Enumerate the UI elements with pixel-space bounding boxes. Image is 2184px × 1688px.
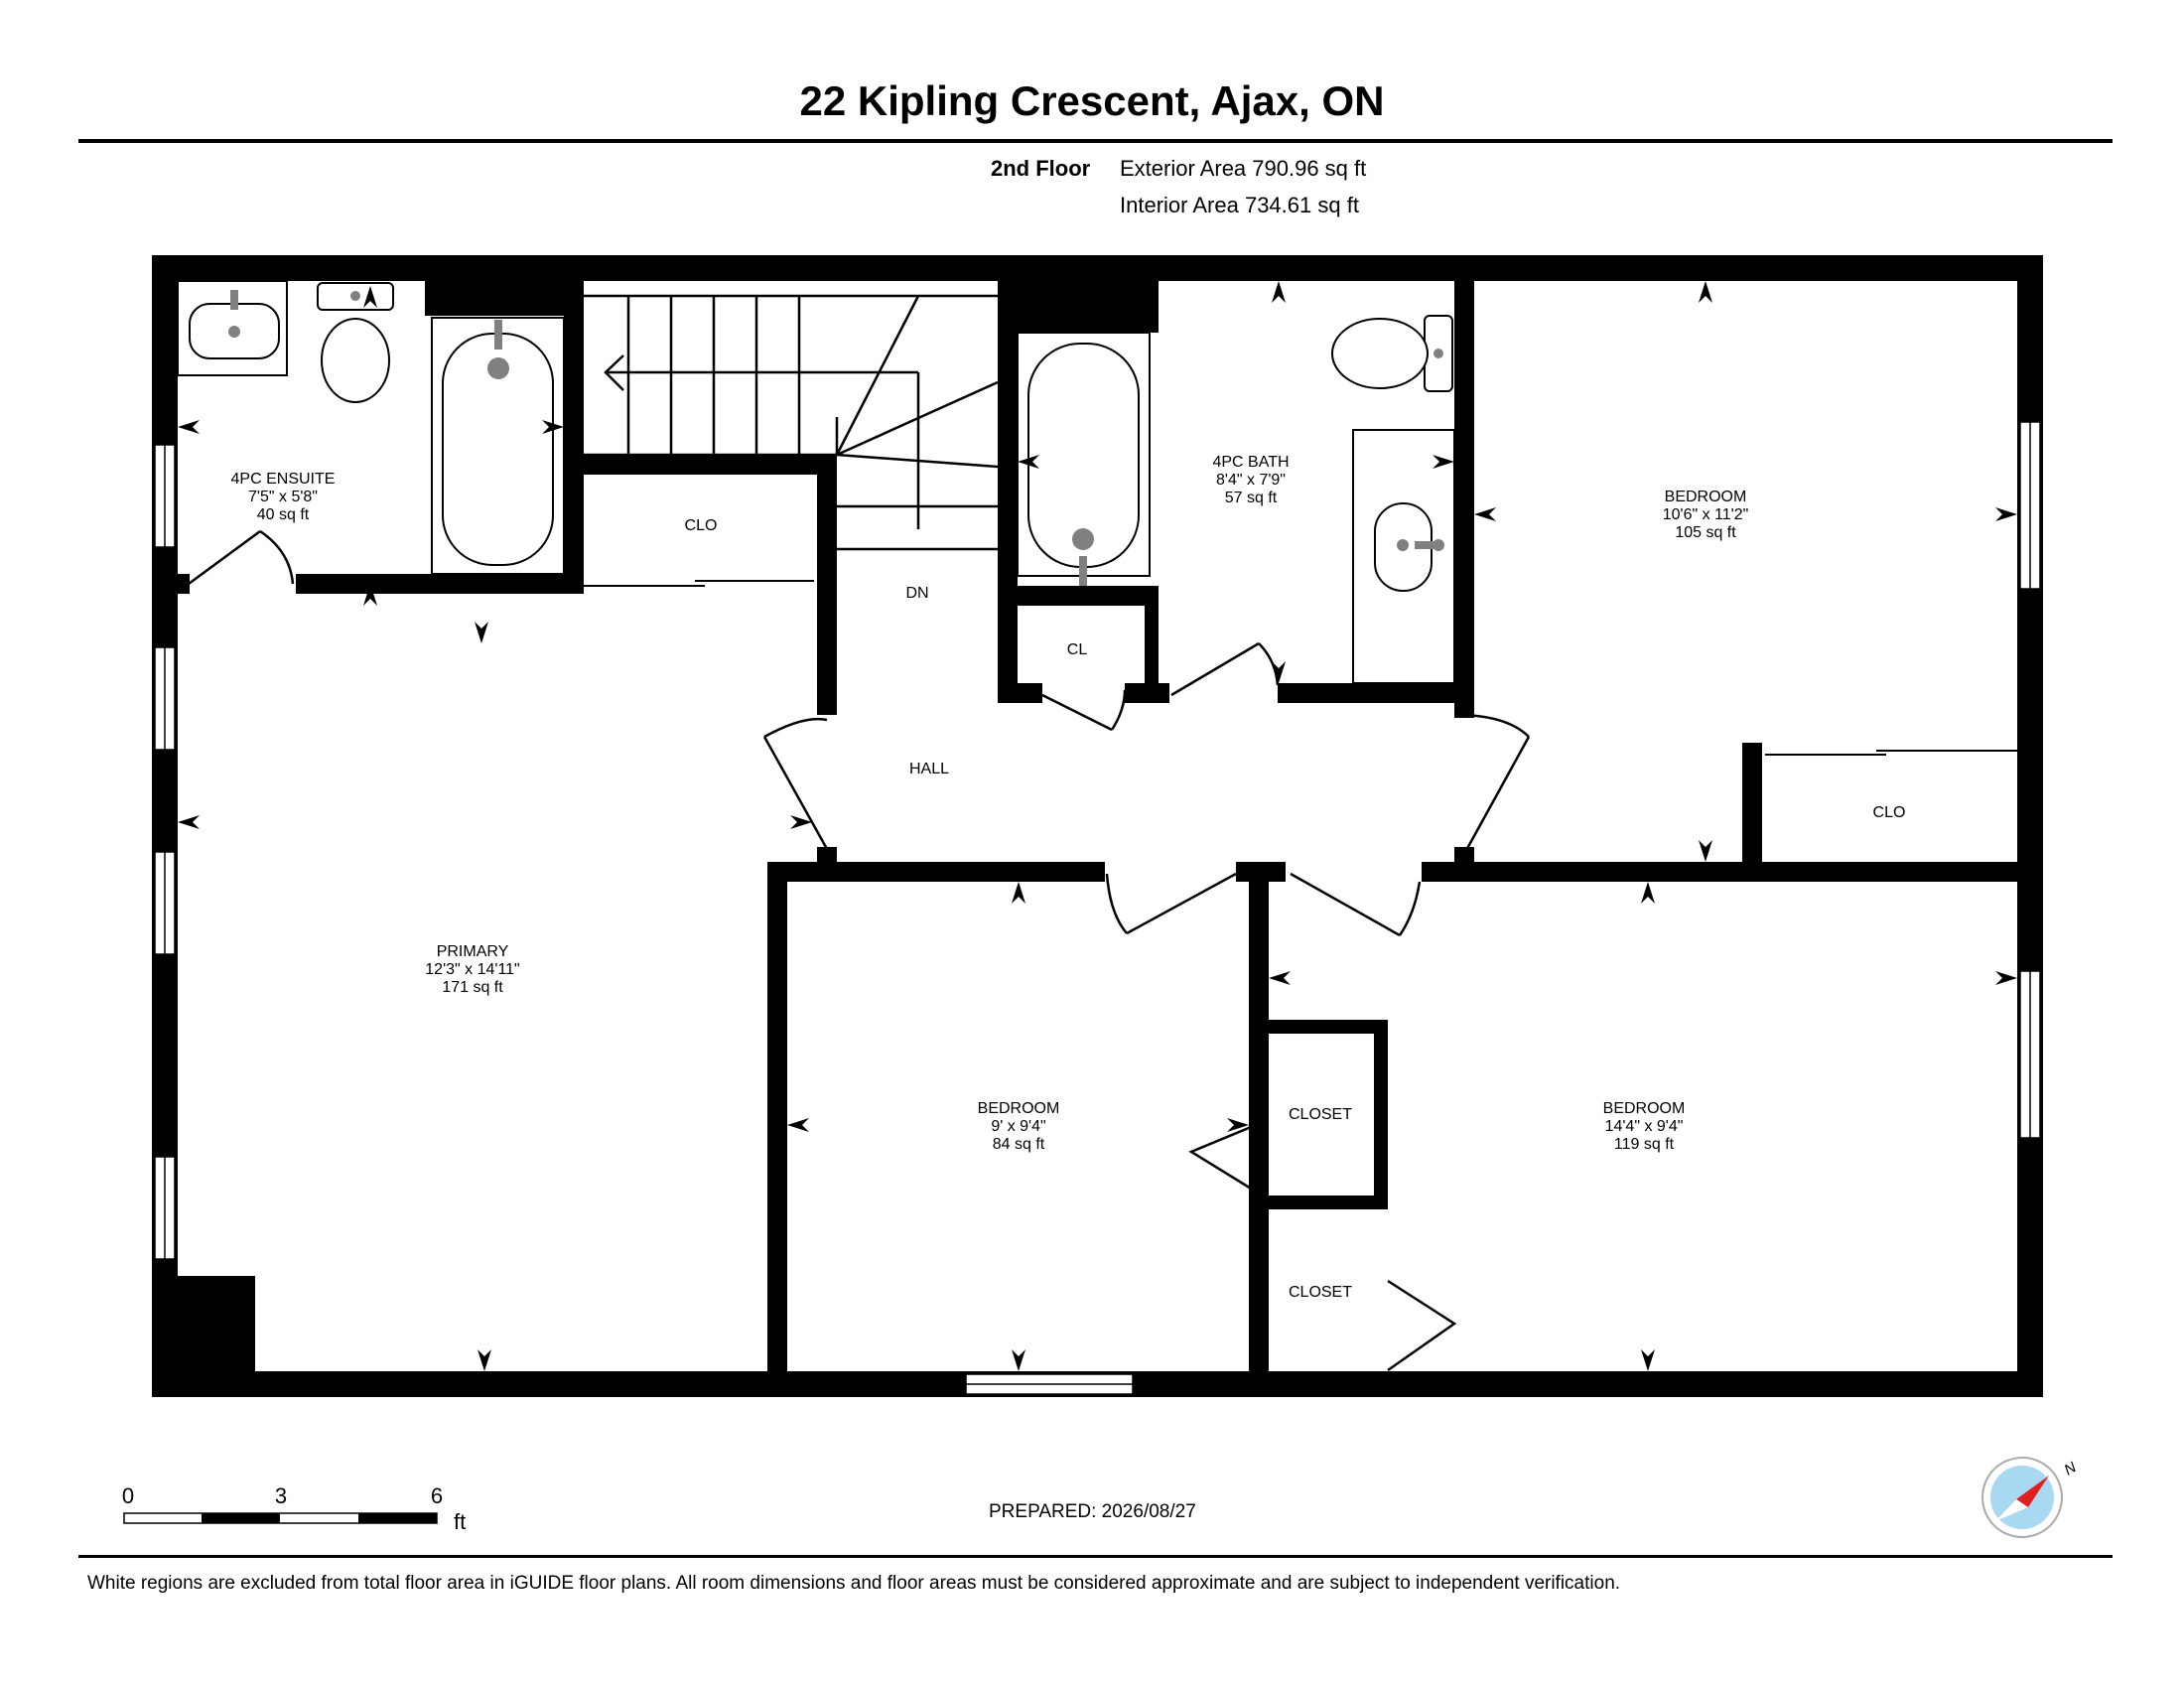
wall-bath-bottom xyxy=(1278,683,1456,703)
scale-unit: ft xyxy=(454,1509,466,1534)
wall-hall-bottom-left xyxy=(767,862,1105,882)
bath-area: 57 sq ft xyxy=(1225,490,1278,506)
footer-divider xyxy=(78,1555,2113,1558)
disclaimer-text: White regions are excluded from total fl… xyxy=(87,1573,1621,1594)
measure-arrows xyxy=(178,281,2017,1371)
compass-north-label: N xyxy=(2062,1459,2080,1478)
wall-stair-left xyxy=(817,455,837,715)
bedroom-se-dims: 14'4" x 9'4" xyxy=(1605,1118,1684,1135)
label-dn: DN xyxy=(905,585,928,602)
wall-bath-right xyxy=(1454,281,1474,718)
bedroom-mid-dims: 9' x 9'4" xyxy=(991,1118,1045,1135)
label-cl: CL xyxy=(1067,641,1088,658)
stairs xyxy=(584,294,999,551)
door-cl xyxy=(1041,693,1113,732)
door-bedroom-mid xyxy=(1126,872,1237,935)
wall-closet-divider xyxy=(1249,1196,1388,1209)
wall-ensuite-door-stub xyxy=(178,574,190,594)
bedroom-ne-dims: 10'6" x 11'2" xyxy=(1663,506,1749,523)
wall-corner-column xyxy=(178,1276,255,1371)
wall-hall-stub-right xyxy=(1454,847,1474,862)
wall-clo-right-left xyxy=(1742,743,1762,862)
primary-area: 171 sq ft xyxy=(442,979,503,996)
wall-bedroom-mid-left xyxy=(767,862,787,1371)
door-bedroom-se xyxy=(1290,872,1401,937)
wall-closet-right xyxy=(1374,1020,1388,1209)
exterior-area: Exterior Area 790.96 sq ft xyxy=(1120,156,1367,181)
door-bath xyxy=(1170,641,1260,697)
primary-dims: 12'3" x 14'11" xyxy=(425,961,519,978)
scale-tick-3: 3 xyxy=(275,1483,287,1508)
bath-name: 4PC BATH xyxy=(1212,454,1289,471)
label-closet-lower: CLOSET xyxy=(1289,1284,1352,1301)
wall-cl-right xyxy=(1145,586,1159,703)
bedroom-mid-area: 84 sq ft xyxy=(993,1136,1045,1153)
compass-icon: N xyxy=(1981,1457,2080,1538)
door-bedroom-ne xyxy=(1462,736,1531,855)
header-divider xyxy=(78,139,2113,143)
bedroom-ne-area: 105 sq ft xyxy=(1675,524,1736,541)
bath-toilet-bowl xyxy=(1331,318,1429,389)
label-clo-right: CLO xyxy=(1873,804,1906,821)
floor-label: 2nd Floor xyxy=(991,156,1091,181)
bedroom-ne-name: BEDROOM xyxy=(1665,489,1747,505)
wall-bath-top-block xyxy=(998,281,1159,333)
door-ensuite xyxy=(188,529,261,586)
wall-hall-bottom-right xyxy=(1422,862,2017,882)
prepared-date: PREPARED: 2026/08/27 xyxy=(989,1501,1196,1522)
wall-cl-bottom-right xyxy=(1125,683,1169,703)
door-primary xyxy=(762,736,829,850)
primary-name: PRIMARY xyxy=(437,943,509,960)
wall-ensuite-bottom xyxy=(296,574,584,594)
ensuite-dims: 7'5" x 5'8" xyxy=(248,489,318,505)
wall-hall-stub-left xyxy=(817,847,837,862)
wall-cl-left xyxy=(998,281,1018,703)
bedroom-mid-name: BEDROOM xyxy=(978,1100,1060,1117)
wall-ensuite-right xyxy=(564,281,584,594)
label-clo-top: CLO xyxy=(685,517,718,534)
label-hall: HALL xyxy=(909,761,949,777)
walls xyxy=(152,255,2043,1397)
window-mullions xyxy=(164,422,2031,1385)
page-title: 22 Kipling Crescent, Ajax, ON xyxy=(799,77,1385,124)
ensuite-toilet-bowl xyxy=(321,318,390,403)
scale-bar: 0 3 6 ft xyxy=(122,1483,466,1534)
fixture-taps xyxy=(228,290,1444,586)
room-labels: 4PC ENSUITE 7'5" x 5'8" 40 sq ft 4PC BAT… xyxy=(231,454,1906,1301)
interior-area: Interior Area 734.61 sq ft xyxy=(1120,193,1359,217)
scale-tick-6: 6 xyxy=(431,1483,443,1508)
ensuite-name: 4PC ENSUITE xyxy=(231,471,336,488)
wall-ensuite-tub-block xyxy=(425,281,584,316)
wall-exterior-top xyxy=(152,255,2043,281)
doors xyxy=(188,529,2017,1372)
label-closet-upper: CLOSET xyxy=(1289,1106,1352,1123)
wall-cl-top xyxy=(998,586,1159,606)
scale-tick-0: 0 xyxy=(122,1483,134,1508)
bath-dims: 8'4" x 7'9" xyxy=(1216,472,1286,489)
ensuite-area: 40 sq ft xyxy=(257,506,310,523)
wall-cl-bottom-left xyxy=(998,683,1042,703)
wall-closet-top xyxy=(1249,1020,1388,1034)
bedroom-se-area: 119 sq ft xyxy=(1614,1136,1675,1153)
wall-clo-top xyxy=(584,455,822,475)
bedroom-se-name: BEDROOM xyxy=(1603,1100,1686,1117)
wall-bedroom-mid-right xyxy=(1249,862,1269,1371)
